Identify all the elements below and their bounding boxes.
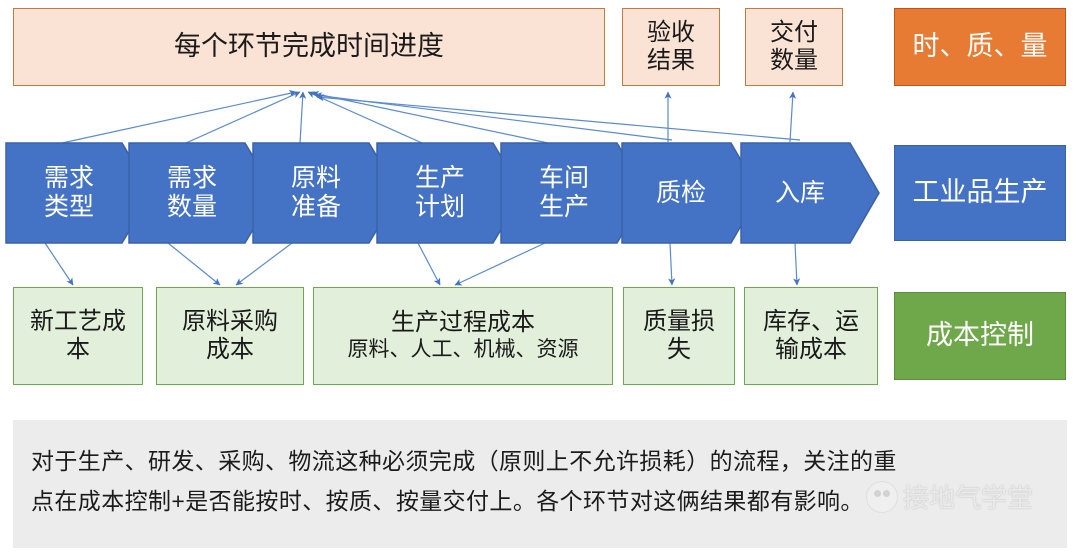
progress-banner-label: 每个环节完成时间进度 bbox=[174, 31, 444, 62]
cost-box-production-process: 生产过程成本 原料、人工、机械、资源 bbox=[313, 287, 613, 385]
process-step-material-prep-label: 原料 准备 bbox=[290, 164, 341, 221]
summary-box-cost-control-label: 成本控制 bbox=[926, 320, 1034, 351]
summary-box-cost-control: 成本控制 bbox=[894, 292, 1066, 380]
note-line-2: 点在成本控制+是否能按时、按质、按量交付上。各个环节对这俩结果都有影响。 bbox=[31, 487, 864, 514]
process-step-quality-check: 质检 bbox=[621, 142, 761, 244]
process-step-material-prep: 原料 准备 bbox=[252, 142, 400, 244]
process-step-production-plan-label: 生产 计划 bbox=[414, 164, 465, 221]
cost-box-production-process-label: 生产过程成本 bbox=[391, 309, 535, 337]
watermark: 接地气学堂 bbox=[866, 478, 1033, 515]
cost-box-material-purchase-label: 原料采购 成本 bbox=[182, 307, 278, 363]
cost-box-new-process-label: 新工艺成 本 bbox=[30, 307, 126, 363]
summary-box-industrial-production-label: 工业品生产 bbox=[912, 177, 1048, 208]
outcome-box-delivery: 交付 数量 bbox=[745, 8, 843, 86]
outcome-box-acceptance: 验收 结果 bbox=[622, 8, 720, 86]
process-step-workshop-production-label: 车间 生产 bbox=[538, 164, 589, 221]
process-step-demand-type: 需求 类型 bbox=[5, 142, 153, 244]
process-step-demand-qty-label: 需求 数量 bbox=[166, 164, 217, 221]
process-step-warehousing: 入库 bbox=[740, 142, 880, 244]
cost-box-quality-loss-label: 质量损 失 bbox=[643, 307, 715, 363]
cost-box-inventory-transport-label: 库存、运 输成本 bbox=[763, 307, 859, 363]
note-line-1: 对于生产、研发、采购、物流这种必须完成（原则上不允许损耗）的流程，关注的重 bbox=[31, 448, 897, 474]
watermark-logo-icon bbox=[866, 480, 898, 513]
summary-box-time-quality-quantity-label: 时、质、量 bbox=[912, 31, 1048, 62]
process-step-demand-qty: 需求 数量 bbox=[128, 142, 276, 244]
summary-box-industrial-production: 工业品生产 bbox=[894, 145, 1066, 241]
process-step-warehousing-label: 入库 bbox=[774, 178, 825, 207]
watermark-text: 接地气学堂 bbox=[903, 483, 1034, 513]
process-step-quality-check-label: 质检 bbox=[655, 178, 706, 207]
cost-box-production-process-sub: 原料、人工、机械、资源 bbox=[347, 337, 579, 361]
outcome-box-delivery-label: 交付 数量 bbox=[770, 18, 818, 74]
process-step-demand-type-label: 需求 类型 bbox=[43, 164, 94, 221]
cost-box-quality-loss: 质量损 失 bbox=[623, 287, 735, 385]
progress-banner: 每个环节完成时间进度 bbox=[13, 8, 605, 86]
outcome-box-acceptance-label: 验收 结果 bbox=[647, 18, 695, 74]
process-step-production-plan: 生产 计划 bbox=[376, 142, 524, 244]
cost-box-inventory-transport: 库存、运 输成本 bbox=[744, 287, 878, 385]
cost-box-new-process: 新工艺成 本 bbox=[13, 287, 143, 385]
process-step-workshop-production: 车间 生产 bbox=[500, 142, 648, 244]
cost-box-material-purchase: 原料采购 成本 bbox=[156, 287, 304, 385]
summary-box-time-quality-quantity: 时、质、量 bbox=[894, 8, 1066, 86]
